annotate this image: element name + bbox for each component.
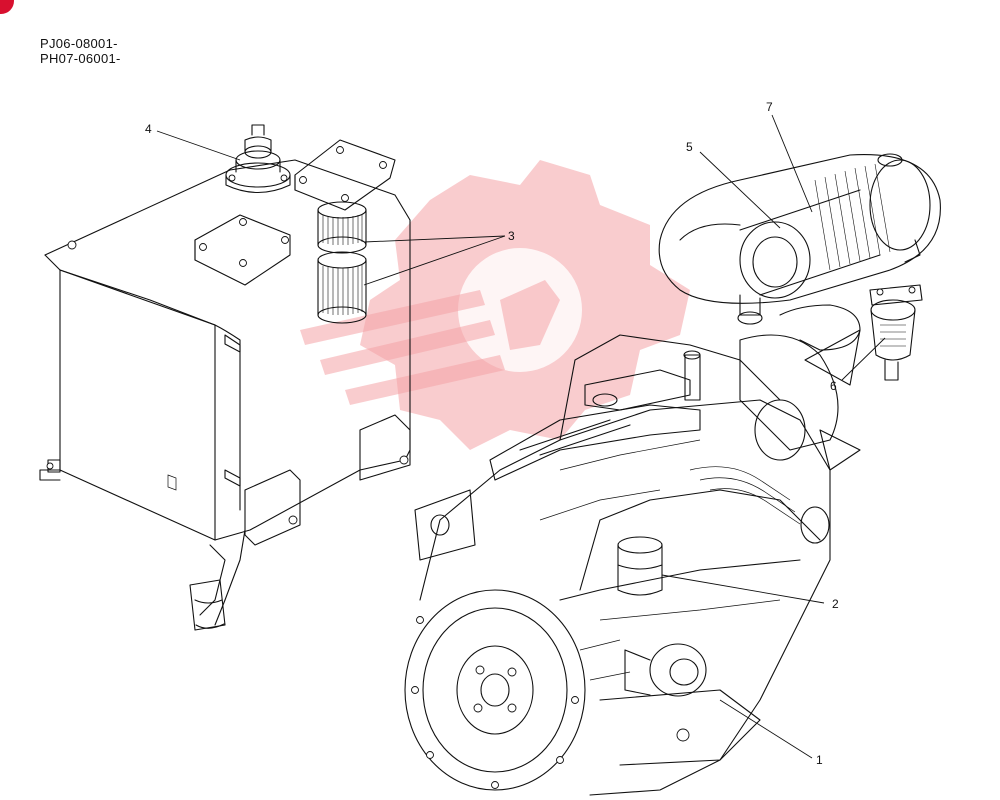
air-cleaner-assembly — [658, 153, 941, 351]
callout-6: 6 — [830, 379, 837, 393]
filler-breather-cap — [225, 124, 291, 193]
callout-7: 7 — [766, 100, 773, 114]
serial-range-2: PH07-06001- — [40, 51, 121, 66]
callout-3: 3 — [508, 229, 515, 243]
callout-2: 2 — [832, 597, 839, 611]
serial-ranges: PJ06-08001- PH07-06001- — [40, 36, 121, 66]
hydraulic-tank — [39, 159, 411, 631]
return-filter-elements — [294, 139, 396, 324]
tank-inspection-cover — [194, 214, 291, 286]
fuel-water-separator — [869, 284, 923, 381]
callout-1: 1 — [816, 753, 823, 767]
engine-assembly — [404, 329, 861, 796]
serial-range-1: PJ06-08001- — [40, 36, 118, 51]
leader-lines — [156, 114, 886, 759]
gear-logo-watermark-icon — [300, 160, 690, 450]
callout-4: 4 — [145, 122, 152, 136]
callout-5: 5 — [686, 140, 693, 154]
